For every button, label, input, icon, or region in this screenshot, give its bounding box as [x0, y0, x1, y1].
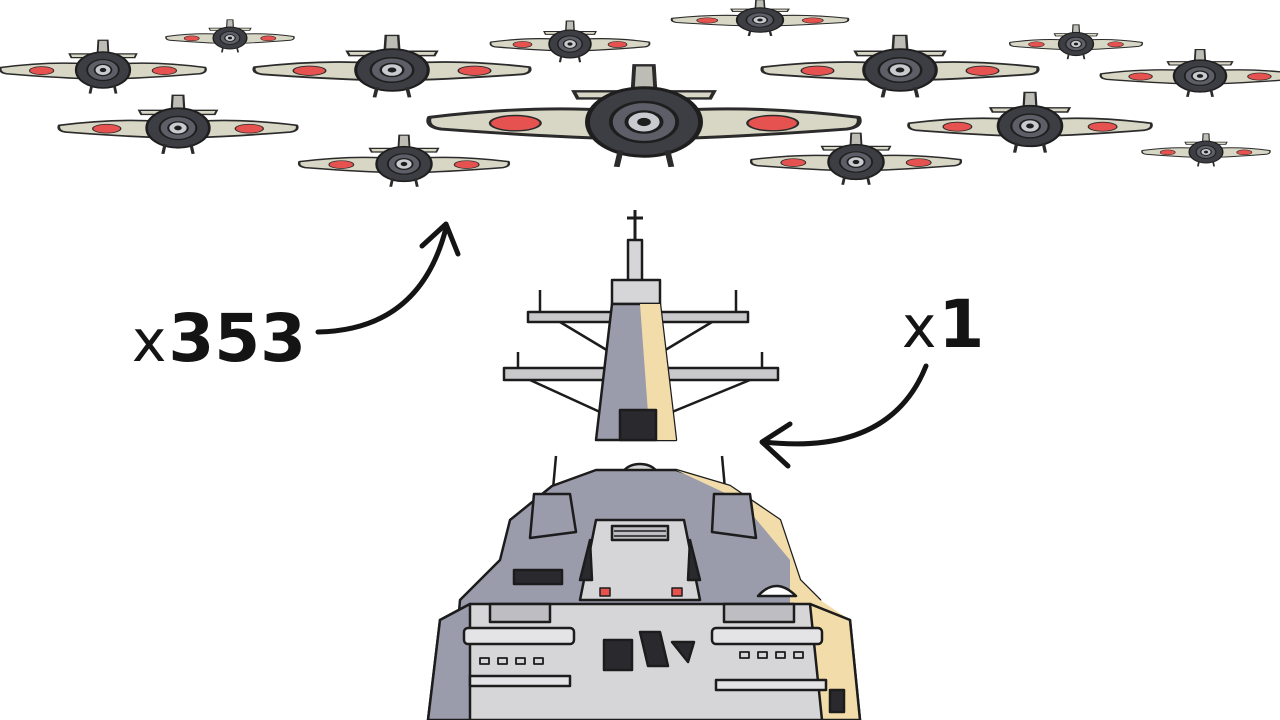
plane-formation	[0, 0, 1280, 189]
curved-arrow-icon	[315, 221, 461, 335]
planes-multiplier: x	[132, 307, 167, 375]
fighter-plane-icon	[429, 65, 860, 166]
fighter-plane-icon	[760, 33, 1040, 100]
fighter-plane-icon	[297, 133, 511, 189]
planes-count: 353	[168, 300, 307, 377]
fighter-plane-icon	[252, 33, 532, 100]
fighter-plane-icon	[749, 131, 963, 187]
fighter-plane-icon	[1008, 23, 1144, 61]
planes-count-label: x353	[132, 306, 306, 372]
ship-multiplier: x	[902, 293, 937, 361]
fighter-plane-icon	[0, 38, 208, 95]
fighter-plane-icon	[1141, 132, 1271, 168]
fighter-plane-icon	[906, 90, 1154, 155]
fighter-plane-icon	[1099, 48, 1280, 99]
fighter-plane-icon	[489, 19, 651, 64]
ship-count: 1	[938, 286, 985, 363]
fighter-plane-icon	[165, 18, 295, 54]
destroyer-ship-icon	[426, 210, 862, 720]
fighter-plane-icon	[57, 93, 299, 156]
fighter-plane-icon	[670, 0, 850, 38]
curved-arrow-icon	[759, 363, 929, 469]
ship-count-label: x1	[902, 292, 984, 358]
